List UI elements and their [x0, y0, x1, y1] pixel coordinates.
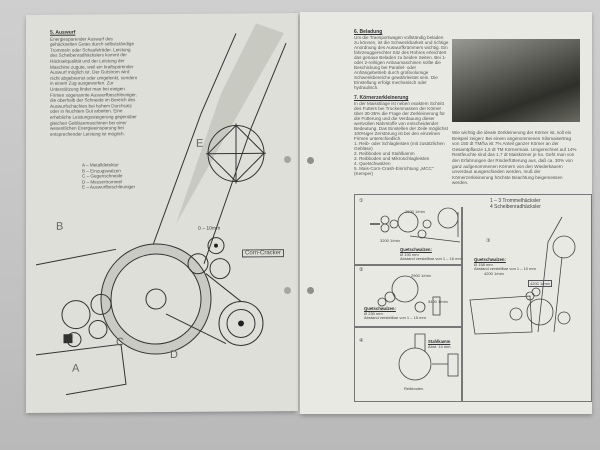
rpm-label: 3400 1/min — [428, 299, 448, 304]
binding-gutter — [294, 12, 304, 414]
caption-diameter: Ø 230 mm — [364, 310, 383, 316]
rpm-label: 3200 1/min — [380, 238, 400, 243]
koerner-heading: 7. Körnerzerkleinerung — [354, 95, 409, 101]
gap-label: 0 – 10mm — [198, 225, 221, 232]
caption-title: Quetschwalzen: — [474, 257, 506, 262]
list-item: 5. Mais-Corn-Crash-Einrichtung „MCC" (Ke… — [354, 166, 434, 176]
caption-gap: Abstand verstellbar von 1 – 15 mm — [364, 315, 426, 321]
legend-item: 1 – 3 Trommelhäcksler — [490, 198, 541, 204]
beladung-heading: 6. Beladung — [354, 29, 383, 35]
crusher-diagrams — [370, 207, 576, 381]
koerner-body: In der Maisstilage ist neben exaktem Sch… — [354, 101, 448, 141]
punch-hole — [307, 157, 314, 164]
label-b: B — [56, 220, 64, 233]
caption-title: Stahlkamm — [428, 339, 451, 344]
divider — [461, 207, 463, 402]
diagram-4-number: ④ — [359, 338, 364, 344]
corn-cracker-label: Corn-Cracker — [242, 249, 285, 258]
label-e: E — [196, 137, 204, 150]
rpm-box: 4200 1/min — [528, 280, 552, 287]
diagram-4-caption: Stahlkamm Abst. 14 mm — [428, 339, 451, 349]
punch-hole — [307, 287, 314, 294]
side-text: Wie wichtig die ideale Zerkleinerung der… — [452, 130, 577, 186]
list-item: 4. Quetschwalzen — [354, 161, 391, 166]
caption-gap: Abstand verstellbar von 1 – 10 mm — [474, 266, 536, 272]
label-d: D — [170, 348, 178, 361]
diagram-2-number: ② — [359, 267, 364, 273]
rpm-label: 4200 1/min — [484, 270, 504, 276]
list-item: 1. Reib- oder Schlagleisten (mit zusätzl… — [354, 141, 445, 151]
diagram-1-number: ① — [359, 198, 364, 204]
legend-item: 4 Scheibenradhäcksler — [490, 204, 541, 210]
list-item: 2. Reibboden und Stahlkamm — [354, 151, 415, 156]
diagram-1-caption: Quetschwalzen: Ø 190 mm Abstand verstell… — [400, 247, 462, 262]
diagram-3-number: ③ — [486, 238, 491, 244]
diagram-panel — [354, 194, 592, 402]
punch-hole — [284, 156, 291, 163]
reibboden-label: Reibboden — [404, 386, 424, 391]
beladung-section: 6. Beladung Um die Transportwagen vollst… — [354, 29, 449, 91]
harvester-photo — [452, 39, 580, 122]
diagram-3-caption: Quetschwalzen: Ø 158 mm Abstand verstell… — [474, 257, 536, 276]
left-page: 5. Auswurf Energiesparender Auswurf des … — [26, 13, 298, 413]
rpm-label: 2900 1/min — [405, 209, 425, 214]
caption-gap: Abst. 14 mm — [428, 343, 451, 349]
caption-title: Quetschwalzen: — [400, 247, 432, 252]
punch-hole — [284, 287, 291, 294]
list-item: 3. Reibboden und Mikroschlagleisten — [354, 156, 430, 161]
right-page: 6. Beladung Um die Transportwagen vollst… — [300, 12, 592, 414]
caption-title: Quetschwalzen: — [364, 306, 396, 311]
caption-diameter: Ø 158 mm — [474, 261, 493, 267]
caption-gap: Abstand verstellbar von 1 – 16 mm — [400, 256, 462, 262]
forage-harvester-diagram — [35, 23, 287, 396]
beladung-body: Um die Transportwagen vollständig belade… — [354, 35, 449, 90]
rpm-label: 2900 1/min — [411, 273, 431, 278]
label-a: A — [72, 362, 80, 375]
diagram-2-caption: Quetschwalzen: Ø 230 mm Abstand verstell… — [364, 306, 426, 321]
label-c: C — [116, 336, 124, 349]
koernerzerkleinerung-section: 7. Körnerzerkleinerung In der Maisstilag… — [354, 95, 449, 177]
caption-diameter: Ø 190 mm — [400, 251, 419, 257]
diagram-legend: 1 – 3 Trommelhäcksler 4 Scheibenradhäcks… — [490, 198, 541, 210]
